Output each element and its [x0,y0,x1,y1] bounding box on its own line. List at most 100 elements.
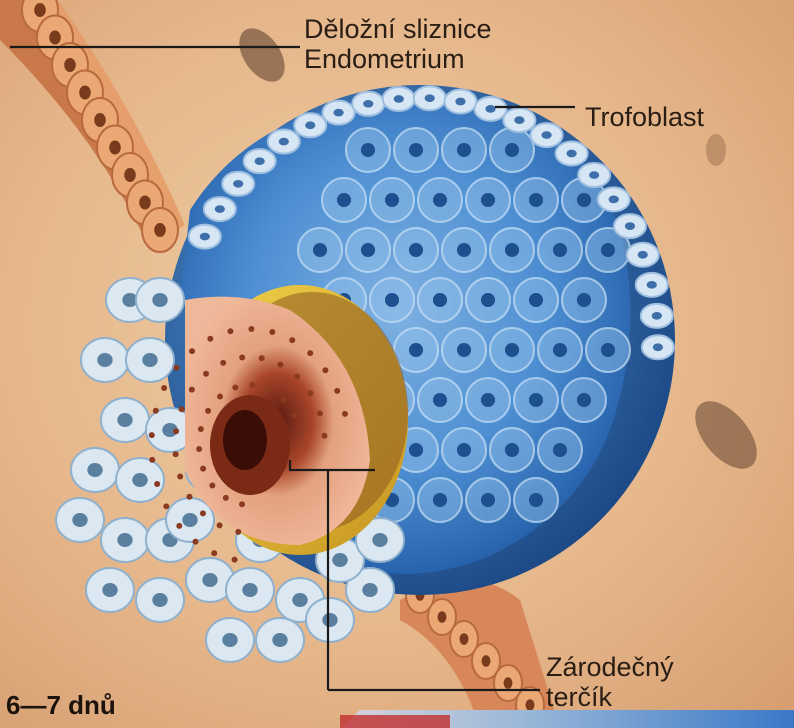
trophoblast-cell [538,228,582,272]
trophoblast-cell-nucleus [409,243,423,257]
rim-cell-nucleus [638,251,648,259]
invading-cell [256,618,304,662]
invading-cell-nucleus [132,473,147,487]
invading-cell-nucleus [242,583,257,597]
invading-cell [206,618,254,662]
rim-cell [244,149,276,173]
trophoblast-cell [562,278,606,322]
trophoblast-cell [394,128,438,172]
rim-cell-nucleus [455,98,465,106]
rim-cell-nucleus [333,109,343,117]
epithelial-cell-nucleus [109,140,121,154]
trophoblast-cell-nucleus [577,293,591,307]
epithelial-cell-nucleus [460,633,469,645]
trophoblast-cell-nucleus [505,143,519,157]
invading-cell-nucleus [102,583,117,597]
disc-cell-nucleus [211,550,217,556]
invading-cell [306,598,354,642]
endometrium-latin-label: Endometrium [304,44,492,74]
disc-cell-nucleus [227,328,233,334]
trophoblast-cell-nucleus [433,393,447,407]
disc-cell-nucleus [239,501,245,507]
trophoblast-cell-nucleus [601,243,615,257]
rim-cell [222,172,254,196]
trophoblast-cell [490,128,534,172]
invading-cell [126,338,174,382]
rim-cell-nucleus [609,196,619,204]
disc-cell-nucleus [232,385,238,391]
disc-cell-nucleus [281,397,287,403]
epithelial-cell-nucleus [139,195,151,209]
rim-cell [641,304,673,328]
rim-cell-nucleus [652,312,662,320]
trophoblast-cell-nucleus [481,293,495,307]
invading-cell-nucleus [332,553,347,567]
disc-cell-nucleus [207,336,213,342]
rim-cell [556,141,588,165]
rim-cell-nucleus [653,343,663,351]
invading-cell-nucleus [292,593,307,607]
invading-cell-nucleus [322,613,337,627]
disc-cell-nucleus [149,432,155,438]
trophoblast-cell [562,378,606,422]
invading-cell-nucleus [117,413,132,427]
disc-cell-nucleus [249,382,255,388]
trophoblast-cell-nucleus [361,243,375,257]
embryonic-disc-label-line2: terčík [546,682,674,712]
trophoblast-cell [538,428,582,472]
trophoblast-label: Trofoblast [585,102,704,132]
disc-cell-nucleus [149,457,155,463]
rim-cell [578,163,610,187]
disc-cell-nucleus [277,362,283,368]
rim-cell [268,130,300,154]
rim-cell-nucleus [485,105,495,113]
rim-cell-nucleus [305,121,315,129]
trophoblast-cell [394,328,438,372]
invading-cell-nucleus [142,353,157,367]
trophoblast-cell-nucleus [529,193,543,207]
trophoblast-cell-nucleus [505,243,519,257]
rim-cell [636,273,668,297]
disc-cell-nucleus [154,481,160,487]
invading-cell-nucleus [202,573,217,587]
rim-cell [475,97,507,121]
invading-cell-nucleus [87,463,102,477]
trophoblast-cell-nucleus [433,493,447,507]
trophoblast-cell-nucleus [529,293,543,307]
rim-cell [531,123,563,147]
invading-cell-nucleus [117,533,132,547]
trophoblast-cell [346,128,390,172]
trophoblast-cell-nucleus [481,193,495,207]
trophoblast-cell [514,478,558,522]
disc-cell-nucleus [289,337,295,343]
disc-cell-nucleus [266,386,272,392]
invading-cell [136,578,184,622]
trophoblast-cell [466,178,510,222]
endometrium-czech-label: Děložní sliznice [304,14,492,44]
trophoblast-cell-nucleus [457,243,471,257]
trophoblast-cell-nucleus [337,193,351,207]
trophoblast-cell-nucleus [505,443,519,457]
disc-cell-nucleus [163,503,169,509]
invading-cell-nucleus [272,633,287,647]
rim-cell [323,101,355,125]
invading-cell-nucleus [72,513,87,527]
rim-cell [642,335,674,359]
rim-cell-nucleus [200,233,210,241]
rim-cell-nucleus [394,95,404,103]
rim-cell-nucleus [255,157,265,165]
trophoblast-cell-nucleus [481,493,495,507]
trophoblast-cell [346,228,390,272]
invading-cell [166,498,214,542]
rim-cell [204,197,236,221]
trophoblast-cell-nucleus [601,343,615,357]
disc-cell-nucleus [179,406,185,412]
trophoblast-cell [466,478,510,522]
trophoblast-cell [538,328,582,372]
trophoblast-cell [490,328,534,372]
disc-cell-nucleus [205,408,211,414]
invading-cell-nucleus [222,633,237,647]
age-label: 6—7 dnů [6,690,116,720]
trophoblast-cell [586,328,630,372]
disc-cell-nucleus [259,355,265,361]
